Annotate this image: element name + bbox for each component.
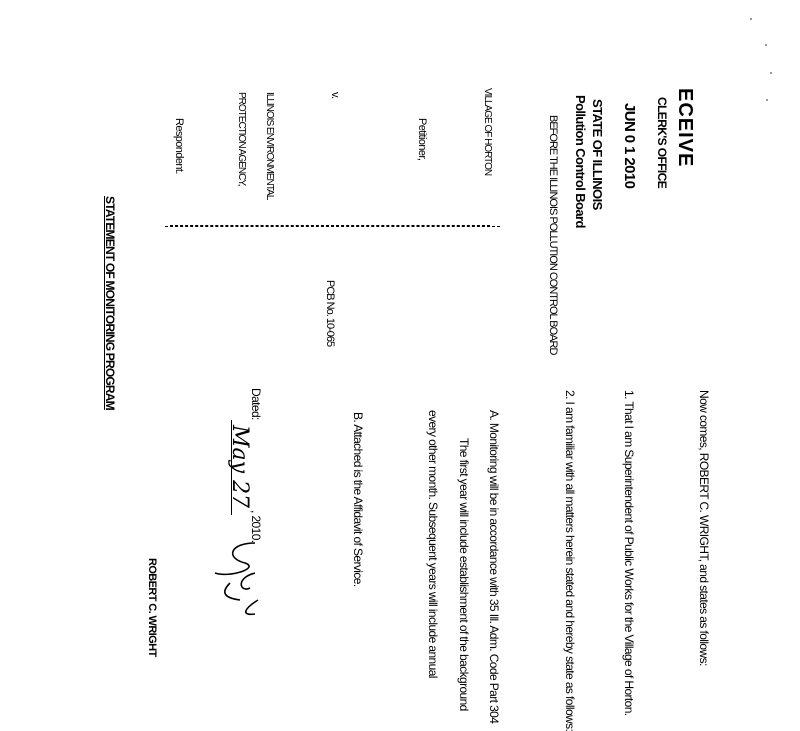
caption-versus: v. xyxy=(329,92,341,99)
stamp-office: CLERK'S OFFICE xyxy=(655,97,669,189)
body-item-1: 1. That I am Superintendent of Public Wo… xyxy=(622,390,636,716)
stamp-board: Pollution Control Board xyxy=(573,95,588,228)
scan-speck xyxy=(750,18,752,20)
caption-bracket xyxy=(170,225,490,226)
signer-name: ROBERT C. WRIGHT xyxy=(146,558,158,657)
stamp-received: ECEIVE xyxy=(674,88,696,168)
caption-petitioner-role: Petitioner, xyxy=(416,118,428,161)
body-item-a-line-3: every other month. Subsequent years will… xyxy=(426,410,440,678)
scan-speck xyxy=(766,99,768,101)
caption-before: BEFORE THE ILLINOIS POLLUTION CONTROL BO… xyxy=(547,115,559,355)
document-title: STATEMENT OF MONITORING PROGRAM xyxy=(103,196,117,410)
body-intro: Now comes, ROBERT C. WRIGHT, and states … xyxy=(697,390,711,666)
body-item-a-line-2: The first year will include establishmen… xyxy=(457,438,471,711)
caption-respondent-role: Respondent. xyxy=(173,118,185,174)
dated-label: Dated: xyxy=(249,388,263,420)
caption-respondent-name-1: ILLINOIS ENVIRONMENTAL xyxy=(264,92,275,200)
scan-speck xyxy=(765,44,767,46)
body-item-b: B. Attached is the Affidavit of Service. xyxy=(351,412,365,587)
caption-bracket-line xyxy=(165,226,500,227)
caption-petitioner-name: VILLAGE OF HORTON xyxy=(482,88,493,176)
body-item-a-line-1: A. Monitoring will be in accordance with… xyxy=(487,410,501,724)
signature-image xyxy=(214,542,259,616)
stamp-state: STATE OF ILLINOIS xyxy=(590,99,605,210)
body-item-2: 2. I am familiar with all matters herein… xyxy=(563,390,577,731)
dated-underline xyxy=(231,420,232,515)
caption-respondent-name-2: PROTECTION AGENCY, xyxy=(236,92,247,186)
stamp-date: JUN 0 1 2010 xyxy=(621,103,638,189)
caption-case-number: PCB No. 10-065 xyxy=(324,280,336,347)
scan-speck xyxy=(770,72,772,74)
